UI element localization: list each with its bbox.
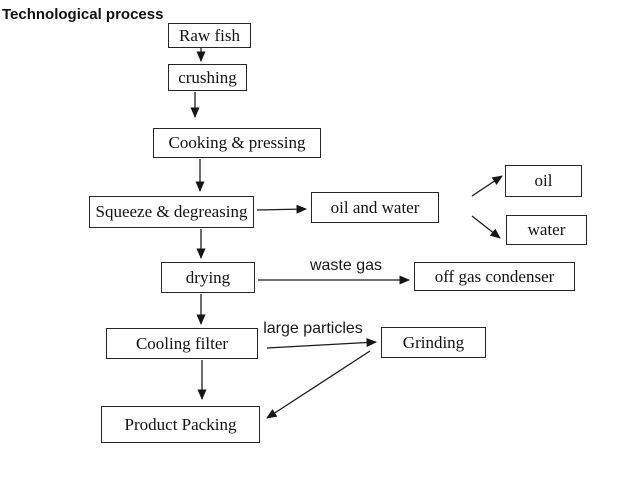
node-label: Cooking & pressing xyxy=(168,133,306,152)
node-water: water xyxy=(506,215,587,245)
node-label: Squeeze & degreasing xyxy=(95,202,248,221)
page-title: Technological process xyxy=(2,6,164,23)
node-product-packing: Product Packing xyxy=(101,406,260,443)
edge-label-large-particles: large particles xyxy=(263,320,363,337)
node-label: Cooling filter xyxy=(135,333,229,353)
node-label: drying xyxy=(185,267,231,287)
node-crushing: crushing xyxy=(168,64,247,91)
node-cooking-pressing: Cooking & pressing xyxy=(153,128,321,158)
node-off-gas-condenser: off gas condenser xyxy=(414,262,575,291)
node-raw-fish: Raw fish xyxy=(168,23,251,48)
node-label: oil xyxy=(534,171,553,190)
node-label: Raw fish xyxy=(179,25,240,45)
node-squeeze-degreasing: Squeeze & degreasing xyxy=(89,196,254,228)
node-label: off gas condenser xyxy=(434,266,555,286)
node-label: oil and water xyxy=(330,197,420,217)
node-cooling-filter: Cooling filter xyxy=(106,328,258,359)
node-grinding: Grinding xyxy=(381,327,486,358)
node-label: water xyxy=(527,220,566,239)
node-label: Grinding xyxy=(402,332,465,352)
node-drying: drying xyxy=(161,262,255,293)
edge-label-waste-gas: waste gas xyxy=(309,257,383,274)
node-oil: oil xyxy=(505,165,582,197)
node-oil-and-water: oil and water xyxy=(311,192,439,223)
node-label: Product Packing xyxy=(124,414,237,434)
node-label: crushing xyxy=(178,67,237,87)
